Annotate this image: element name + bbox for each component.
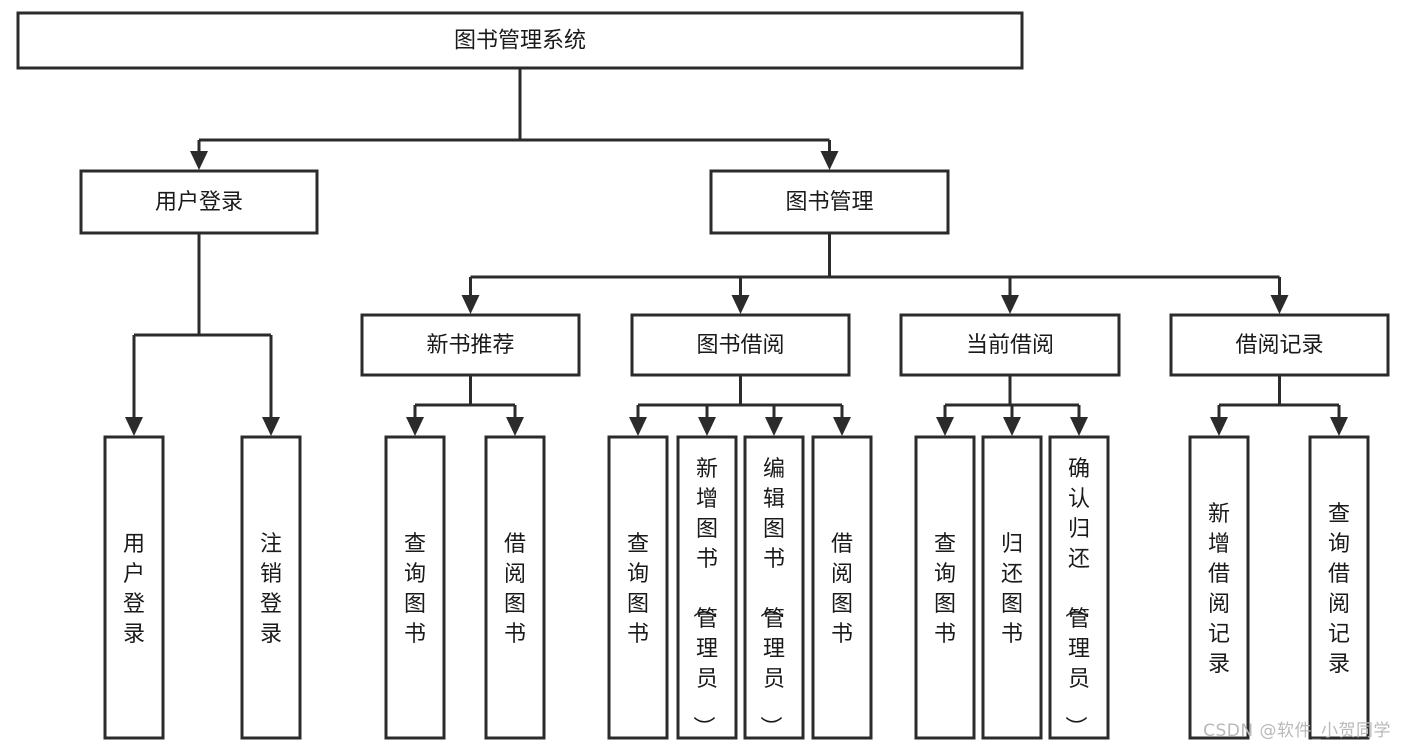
node-leaf-add-book[interactable]: 新增图书（管理员）	[676, 435, 738, 740]
node-leaf-confirm-return[interactable]: 确认归还（管理员）	[1048, 435, 1110, 740]
connector-group-book-mgmt	[461, 233, 1289, 314]
node-label: 确认归还（管理员）	[1062, 457, 1090, 738]
node-leaf-edit-book[interactable]: 编辑图书（管理员）	[743, 435, 805, 740]
node-label: 查询图书	[627, 532, 649, 647]
node-label: 新增图书（管理员）	[690, 457, 718, 738]
connector-layer	[125, 68, 1348, 436]
node-label: 新增借阅记录	[1208, 502, 1230, 677]
node-leaf-query-book-1[interactable]: 查询图书	[384, 435, 446, 740]
node-leaf-user-login[interactable]: 用户登录	[103, 435, 165, 740]
node-label: 归还图书	[1001, 532, 1023, 647]
node-label: 图书借阅	[696, 333, 784, 358]
node-label: 用户登录	[155, 190, 243, 215]
node-current-borrow[interactable]: 当前借阅	[899, 313, 1121, 377]
node-label: 图书管理系统	[454, 29, 586, 54]
node-root[interactable]: 图书管理系统	[16, 11, 1024, 70]
node-label: 注销登录	[260, 532, 282, 647]
node-label: 借阅图书	[831, 532, 853, 647]
node-label: 查询图书	[404, 532, 426, 647]
node-label: 用户登录	[123, 532, 145, 647]
node-new-book-rec[interactable]: 新书推荐	[360, 313, 581, 377]
connector-group-borrow-record	[1210, 375, 1348, 436]
node-label: 查询图书	[934, 532, 956, 647]
node-label: 借阅记录	[1235, 333, 1323, 358]
node-book-borrow[interactable]: 图书借阅	[630, 313, 851, 377]
node-leaf-add-record[interactable]: 新增借阅记录	[1188, 435, 1250, 740]
node-leaf-borrow-book-1[interactable]: 借阅图书	[484, 435, 546, 740]
connector-group-new-book-rec	[406, 375, 524, 436]
connector-group-root	[190, 68, 839, 170]
node-label: 新书推荐	[426, 333, 514, 358]
node-label: 图书管理	[785, 190, 873, 215]
node-label: 当前借阅	[966, 333, 1054, 358]
node-leaf-return-book[interactable]: 归还图书	[981, 435, 1043, 740]
node-borrow-record[interactable]: 借阅记录	[1169, 313, 1390, 377]
connector-group-user-login	[125, 233, 280, 436]
node-layer: 图书管理系统用户登录图书管理新书推荐图书借阅当前借阅借阅记录用户登录注销登录查询…	[16, 11, 1390, 740]
node-leaf-borrow-book-2[interactable]: 借阅图书	[811, 435, 873, 740]
connector-group-book-borrow	[629, 375, 851, 436]
node-label: 借阅图书	[504, 532, 526, 647]
node-leaf-query-book-3[interactable]: 查询图书	[914, 435, 976, 740]
connector-group-current-borrow	[936, 375, 1088, 436]
node-book-mgmt[interactable]: 图书管理	[709, 169, 950, 235]
node-user-login[interactable]: 用户登录	[79, 169, 319, 235]
node-leaf-query-record[interactable]: 查询借阅记录	[1308, 435, 1370, 740]
node-leaf-user-logout[interactable]: 注销登录	[240, 435, 302, 740]
node-label: 编辑图书（管理员）	[757, 457, 785, 738]
node-leaf-query-book-2[interactable]: 查询图书	[607, 435, 669, 740]
node-label: 查询借阅记录	[1328, 502, 1350, 677]
